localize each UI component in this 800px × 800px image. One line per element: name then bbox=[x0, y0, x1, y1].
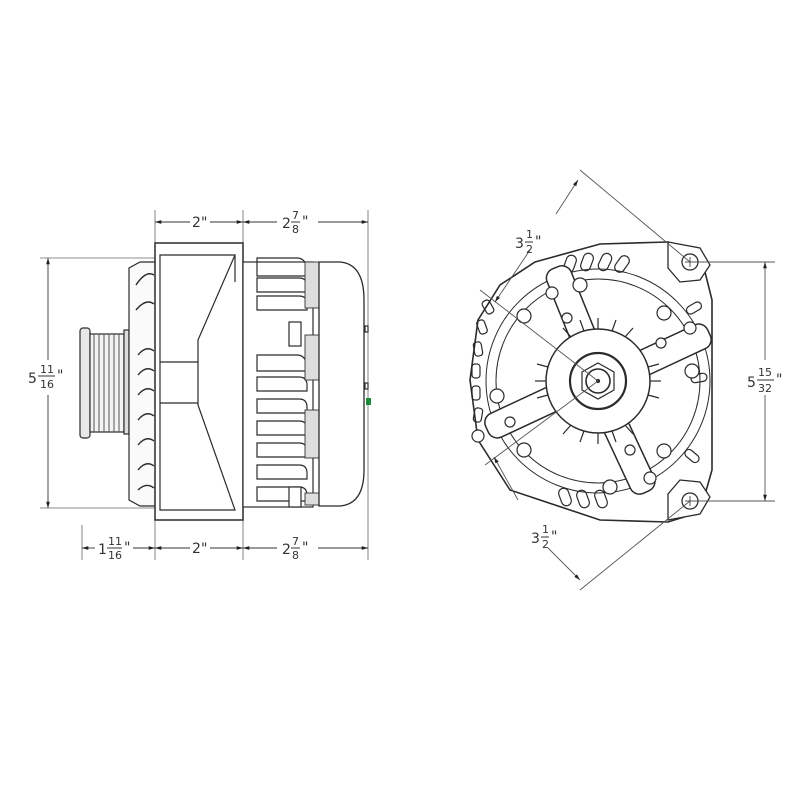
dim-label-height-5-15-32: 5 15 32 " bbox=[747, 366, 782, 395]
hex-nut bbox=[581, 362, 615, 400]
svg-text:2: 2 bbox=[282, 542, 291, 558]
svg-text:7: 7 bbox=[292, 535, 299, 548]
svg-text:": " bbox=[57, 368, 63, 384]
rear-housing bbox=[242, 257, 314, 508]
side-dimensions bbox=[46, 220, 368, 550]
stator bbox=[154, 242, 244, 521]
svg-text:7: 7 bbox=[292, 209, 299, 222]
bolt-circles bbox=[471, 277, 700, 495]
green-indicator bbox=[366, 398, 371, 405]
svg-text:": " bbox=[302, 540, 308, 556]
svg-text:11: 11 bbox=[108, 535, 122, 548]
dim-label-height-5-11-16: 5 11 16 " bbox=[28, 363, 63, 391]
side-view bbox=[40, 210, 371, 560]
svg-text:": " bbox=[551, 529, 557, 545]
svg-text:8: 8 bbox=[292, 223, 299, 236]
front-housing bbox=[128, 261, 158, 507]
svg-text:": " bbox=[776, 372, 782, 388]
svg-text:5: 5 bbox=[747, 375, 756, 391]
terminal-stud bbox=[364, 382, 369, 390]
svg-text:16: 16 bbox=[40, 378, 54, 391]
svg-text:15: 15 bbox=[758, 366, 772, 379]
svg-text:2: 2 bbox=[526, 243, 533, 256]
svg-text:11: 11 bbox=[40, 363, 54, 376]
svg-text:32: 32 bbox=[758, 382, 772, 395]
svg-text:5: 5 bbox=[28, 371, 37, 387]
svg-text:": " bbox=[201, 215, 207, 231]
svg-text:1: 1 bbox=[98, 542, 107, 558]
svg-text:2: 2 bbox=[192, 541, 201, 557]
svg-text:": " bbox=[535, 234, 541, 250]
svg-text:2: 2 bbox=[192, 215, 201, 231]
svg-text:": " bbox=[201, 541, 207, 557]
dim-label-top-2-7-8: 2 7 8 " bbox=[282, 209, 308, 236]
end-dimensions bbox=[479, 169, 775, 591]
svg-text:3: 3 bbox=[531, 531, 540, 547]
dim-label-bottom-1-11-16: 1 11 16 " bbox=[98, 535, 130, 562]
terminal-stud bbox=[364, 325, 369, 333]
svg-text:": " bbox=[124, 540, 130, 556]
svg-text:2: 2 bbox=[282, 216, 291, 232]
svg-text:": " bbox=[302, 214, 308, 230]
pulley bbox=[79, 327, 130, 439]
svg-text:2: 2 bbox=[542, 538, 549, 551]
dim-label-bottom-2-7-8: 2 7 8 " bbox=[282, 535, 308, 562]
dim-label-top-2in: 2 " bbox=[192, 215, 207, 231]
svg-text:16: 16 bbox=[108, 549, 122, 562]
svg-text:1: 1 bbox=[526, 228, 533, 241]
svg-text:3: 3 bbox=[515, 236, 524, 252]
dim-label-upper-3-1-2: 3 1 2 " bbox=[515, 228, 541, 256]
svg-text:1: 1 bbox=[542, 523, 549, 536]
svg-text:8: 8 bbox=[292, 549, 299, 562]
dim-label-bottom-2in: 2 " bbox=[192, 541, 207, 557]
dim-label-lower-3-1-2: 3 1 2 " bbox=[531, 523, 557, 551]
rear-cover bbox=[318, 261, 365, 507]
